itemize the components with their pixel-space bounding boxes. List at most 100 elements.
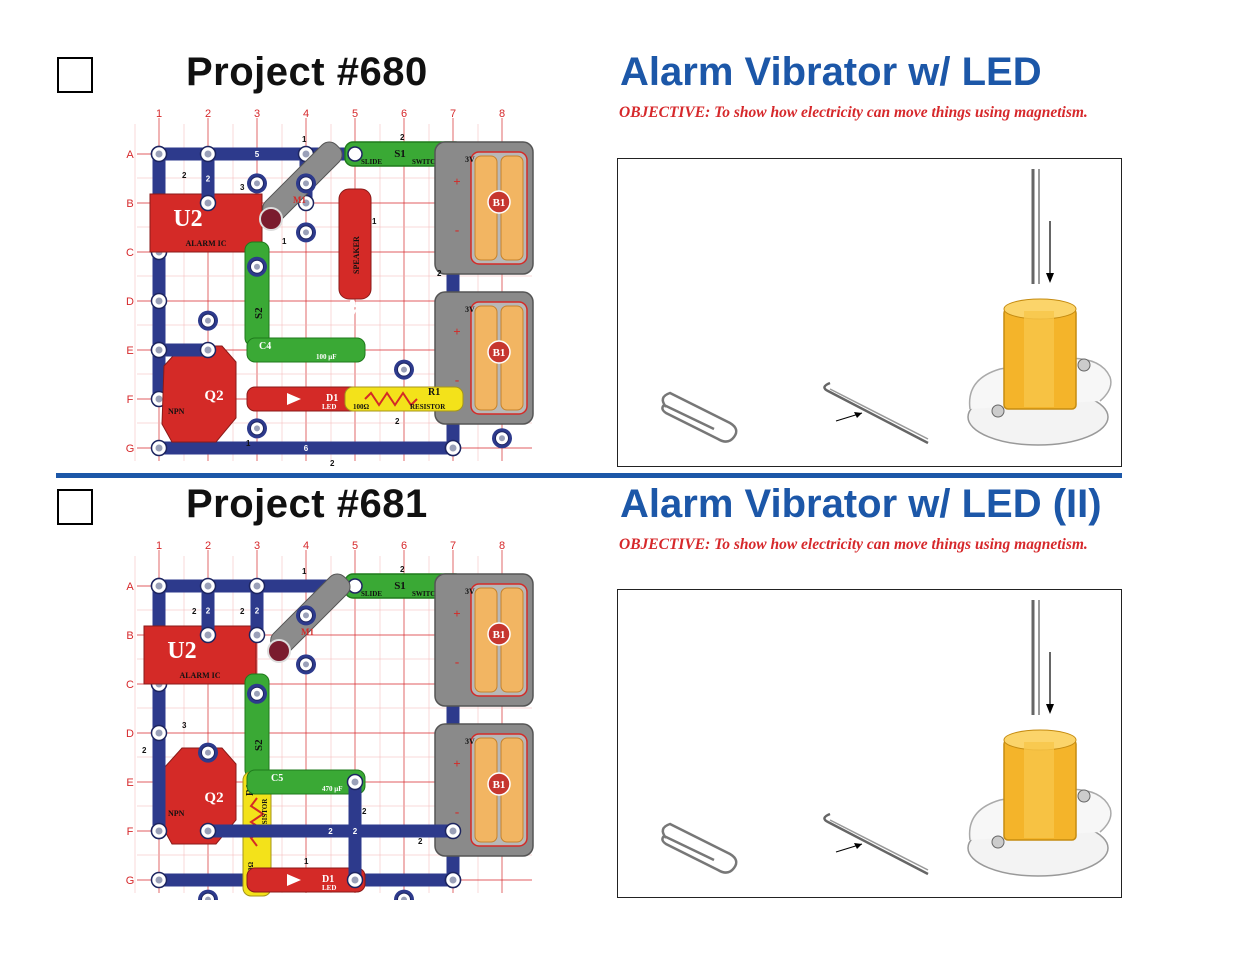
snap-center — [205, 317, 211, 324]
snap-center — [155, 444, 163, 452]
project-680-name: Alarm Vibrator w/ LED — [620, 50, 1042, 94]
resistor-r1 — [344, 386, 464, 412]
capacitor — [246, 337, 366, 363]
column-label: 4 — [303, 540, 309, 552]
snap-connector — [347, 146, 363, 162]
d1-label: D1 — [326, 393, 338, 404]
column-label: 2 — [205, 108, 211, 120]
level-number: 2 — [400, 133, 405, 142]
paper-clip-icon — [661, 822, 738, 874]
level-number: 2 — [142, 746, 147, 755]
snap-center — [449, 827, 457, 835]
battery-badge — [487, 622, 511, 646]
project-681-title: Project #681 — [186, 482, 428, 526]
level-number: 3 — [240, 183, 245, 192]
snap-center — [254, 690, 260, 697]
column-label: 4 — [303, 108, 309, 120]
column-label: 6 — [401, 540, 407, 552]
row-label: G — [126, 875, 135, 887]
column-label: 2 — [205, 540, 211, 552]
screw-icon — [1077, 789, 1091, 803]
minus-sign: - — [455, 804, 459, 819]
m1-label: M1 — [293, 195, 306, 205]
screw-icon — [1077, 358, 1091, 372]
snap-center — [254, 263, 260, 270]
snap-center — [155, 729, 163, 737]
snap-center — [253, 631, 261, 639]
battery-badge — [487, 340, 511, 364]
motor-shaft — [259, 207, 283, 231]
q2-label: Q2 — [204, 388, 223, 404]
needle-icon — [823, 381, 929, 445]
wire-length-label: 2 — [328, 827, 333, 836]
u2-label: U2 — [173, 206, 202, 232]
resistor-zigzag — [249, 797, 265, 847]
q2-sub-label: NPN — [168, 407, 185, 416]
snap-center — [204, 631, 212, 639]
q2-sub-label: NPN — [168, 809, 185, 818]
needle-icon — [829, 819, 929, 871]
snap-connector — [397, 892, 411, 900]
minus-sign: - — [455, 372, 459, 387]
snap-center — [401, 366, 407, 373]
arrow-head — [1046, 704, 1054, 714]
level-number: 2 — [395, 417, 400, 426]
level-number: 2 — [400, 565, 405, 574]
row-label: A — [126, 149, 134, 161]
battery-label: B1 — [493, 779, 506, 791]
column-label: 7 — [450, 108, 456, 120]
project-680-checkbox[interactable] — [57, 57, 93, 93]
speaker-sp — [338, 188, 372, 300]
project-681-illustration — [617, 589, 1122, 898]
snap-center — [155, 876, 163, 884]
s1-label: S1 — [394, 580, 406, 592]
snap-center — [204, 582, 212, 590]
needle-icon — [823, 812, 929, 876]
column-label: 1 — [156, 108, 162, 120]
s2-label: S2 — [253, 307, 265, 319]
project-681-circuit-diagram: 12345678ABCDEFG56S1SLIDESWITCHB1+-3VB1+-… — [122, 538, 536, 900]
level-number: 1 — [282, 237, 287, 246]
voltage-label: 3V — [465, 737, 475, 746]
minus-sign: - — [455, 654, 459, 669]
level-number: 1 — [246, 439, 251, 448]
snap-center — [351, 876, 359, 884]
row-label: B — [126, 198, 133, 210]
snap-center — [253, 582, 261, 590]
project-680-objective: OBJECTIVE: To show how electricity can m… — [619, 104, 1088, 121]
column-label: 8 — [499, 540, 505, 552]
row-label: E — [126, 345, 133, 357]
wire-length-label: 2 — [206, 175, 211, 184]
voltage-label: 3V — [465, 587, 475, 596]
snap-center — [254, 180, 260, 187]
needle-icon — [829, 388, 929, 440]
project-681-objective: OBJECTIVE: To show how electricity can m… — [619, 536, 1088, 553]
column-label: 3 — [254, 540, 260, 552]
battery-badge — [487, 190, 511, 214]
sp-label: SP — [347, 299, 363, 317]
led-symbol — [287, 393, 301, 405]
row-label: G — [126, 443, 135, 455]
project-681-checkbox[interactable] — [57, 489, 93, 525]
s1-right-label: SWITCH — [412, 158, 441, 166]
row-label: D — [126, 728, 134, 740]
snap-center — [303, 229, 309, 236]
level-number: 1 — [304, 857, 309, 866]
plus-sign: + — [453, 174, 460, 189]
u2-sub-label: ALARM IC — [179, 671, 220, 680]
snap-connector — [201, 892, 215, 900]
battery-label: B1 — [493, 629, 506, 641]
wire-length-label: 2 — [353, 827, 358, 836]
snap-center — [205, 749, 211, 756]
column-label: 5 — [352, 540, 358, 552]
wire-length-label: 6 — [304, 444, 309, 453]
capacitor — [246, 769, 366, 795]
m1-label: M1 — [301, 627, 314, 637]
motor-shaft — [267, 639, 291, 663]
capacitor-value: 100 μF — [316, 353, 337, 361]
wire-length-label: 2 — [255, 607, 260, 616]
row-label: E — [126, 777, 133, 789]
transistor-q2 — [161, 345, 237, 443]
s1-left-label: SLIDE — [361, 158, 382, 166]
